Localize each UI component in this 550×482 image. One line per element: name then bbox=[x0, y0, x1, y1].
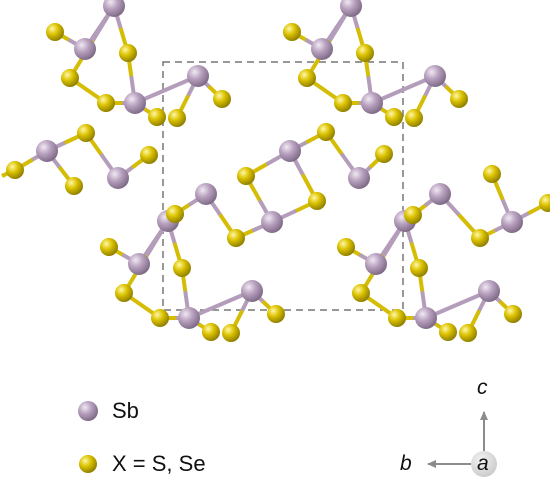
chalcogen-atom bbox=[202, 323, 220, 341]
chalcogen-atom bbox=[539, 194, 550, 212]
chalcogen-atom bbox=[46, 23, 64, 41]
sb-atom bbox=[365, 253, 387, 275]
chalcogen-atom bbox=[222, 324, 240, 342]
chalcogen-atom bbox=[100, 238, 118, 256]
chalcogen-atom bbox=[405, 109, 423, 127]
chalcogen-atom bbox=[283, 23, 301, 41]
sb-atom bbox=[74, 38, 96, 60]
sb-atom bbox=[107, 167, 129, 189]
axis-c-label: c bbox=[477, 376, 488, 399]
chalcogen-atom bbox=[237, 167, 255, 185]
sb-atom bbox=[348, 167, 370, 189]
chalcogen-atom bbox=[97, 94, 115, 112]
chalcogen-atom bbox=[298, 69, 316, 87]
axis-b-label: b bbox=[400, 452, 412, 475]
sb-atom bbox=[501, 211, 523, 233]
chalcogen-atom bbox=[119, 44, 137, 62]
chalcogen-atom bbox=[337, 238, 355, 256]
sb-atom bbox=[279, 140, 301, 162]
sb-atom bbox=[361, 92, 383, 114]
sb-atom bbox=[415, 307, 437, 329]
sb-atom bbox=[478, 280, 500, 302]
sb-atom bbox=[424, 65, 446, 87]
chalcogen-atom bbox=[385, 108, 403, 126]
chalcogen-atom bbox=[410, 259, 428, 277]
chalcogen-atom bbox=[6, 161, 24, 179]
sb-atom bbox=[340, 0, 362, 17]
sb-atom bbox=[261, 211, 283, 233]
chalcogen-atom bbox=[140, 146, 158, 164]
chalcogen-atom bbox=[173, 259, 191, 277]
legend-sb-marker bbox=[78, 401, 98, 421]
legend-x-marker bbox=[79, 455, 97, 473]
chalcogen-atom bbox=[151, 309, 169, 327]
legend-x-label: X = S, Se bbox=[112, 451, 206, 476]
chalcogen-atom bbox=[77, 124, 95, 142]
axis-a-disc bbox=[471, 451, 497, 477]
chalcogen-atom bbox=[166, 205, 184, 223]
legend-sb-label: Sb bbox=[112, 398, 139, 423]
chalcogen-atom bbox=[213, 90, 231, 108]
sb-atom bbox=[178, 307, 200, 329]
chalcogen-atom bbox=[227, 229, 245, 247]
chalcogen-atom bbox=[483, 165, 501, 183]
chalcogen-atom bbox=[504, 305, 522, 323]
chalcogen-atom bbox=[334, 94, 352, 112]
chalcogen-atom bbox=[61, 69, 79, 87]
chalcogen-atom bbox=[148, 108, 166, 126]
sb-atom bbox=[103, 0, 125, 17]
chalcogen-atom bbox=[308, 192, 326, 210]
chalcogen-atom bbox=[404, 206, 422, 224]
chalcogen-atom bbox=[317, 123, 335, 141]
sb-atom bbox=[187, 65, 209, 87]
atom-layer bbox=[6, 0, 550, 342]
chalcogen-atom bbox=[168, 109, 186, 127]
axis-a-label: a bbox=[477, 452, 489, 475]
sb-atom bbox=[195, 183, 217, 205]
sb-atom bbox=[311, 38, 333, 60]
chalcogen-atom bbox=[352, 284, 370, 302]
chalcogen-atom bbox=[439, 323, 457, 341]
chalcogen-atom bbox=[459, 324, 477, 342]
sb-atom bbox=[124, 92, 146, 114]
chalcogen-atom bbox=[356, 44, 374, 62]
chalcogen-atom bbox=[471, 229, 489, 247]
unit-cell-outline bbox=[162, 61, 404, 311]
chalcogen-atom bbox=[375, 145, 393, 163]
chalcogen-atom bbox=[65, 177, 83, 195]
chalcogen-atom bbox=[450, 90, 468, 108]
sb-atom bbox=[36, 140, 58, 162]
sb-atom bbox=[128, 253, 150, 275]
chalcogen-atom bbox=[267, 305, 285, 323]
sb-atom bbox=[429, 183, 451, 205]
chalcogen-atom bbox=[115, 284, 133, 302]
chalcogen-atom bbox=[388, 309, 406, 327]
sb-atom bbox=[241, 280, 263, 302]
